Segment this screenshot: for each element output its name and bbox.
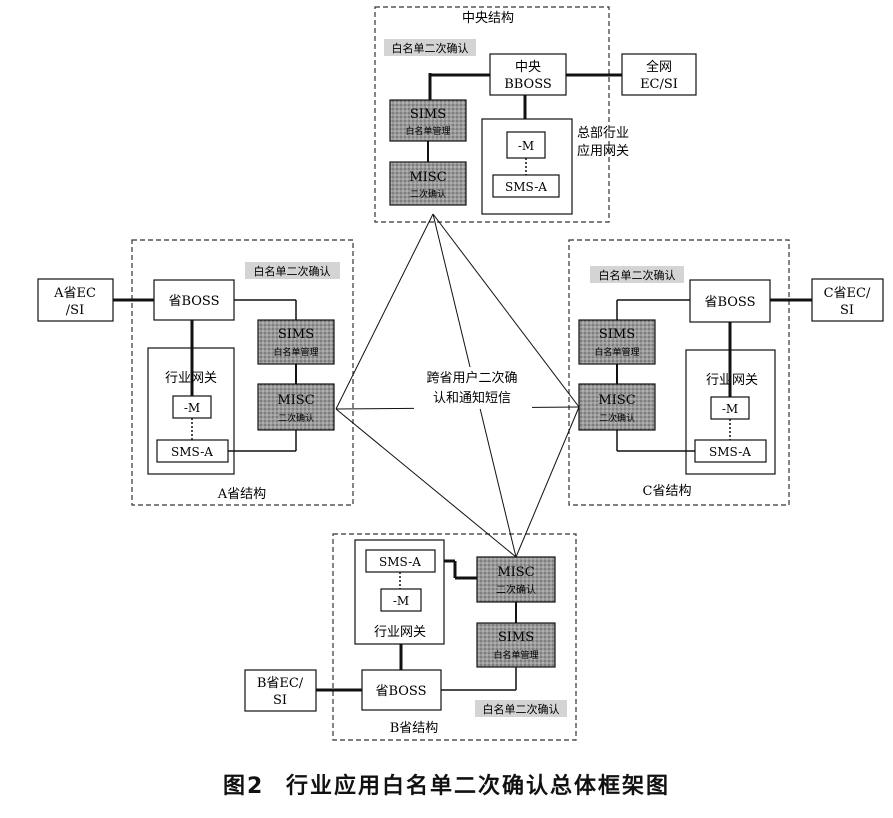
central-gateway-label-1: 总部行业 bbox=[577, 126, 629, 141]
province-a-m-label: -M bbox=[184, 401, 200, 415]
province-a-sims-label: SIMS bbox=[278, 327, 314, 342]
center-label-bg bbox=[414, 367, 532, 409]
province-a-misc-box bbox=[257, 383, 335, 431]
province-c-misc-box bbox=[578, 383, 656, 431]
central-m-box bbox=[506, 131, 546, 159]
province-b-m-label: -M bbox=[393, 594, 409, 608]
province-a-ec-line1: A省EC bbox=[53, 286, 96, 301]
central-ec-box bbox=[621, 53, 697, 96]
province-b-sims-label: SIMS bbox=[498, 630, 534, 645]
province-b-tag-bg bbox=[475, 700, 567, 717]
province-c-sims-sub: 白名单管理 bbox=[594, 346, 639, 358]
link-central-a bbox=[335, 213, 434, 410]
central-sims-label: SIMS bbox=[410, 107, 446, 122]
figure-caption: 图2 行业应用白名单二次确认总体框架图 bbox=[0, 768, 893, 800]
province-b-ec-box bbox=[244, 669, 317, 712]
province-a-sims-sub: 白名单管理 bbox=[273, 346, 318, 358]
province-a-gateway-label: 行业网关 bbox=[165, 371, 217, 386]
province-a-whitelist-tag: 白名单二次确认 bbox=[254, 264, 331, 278]
province-a-border bbox=[131, 239, 354, 506]
province-a-smsa-label: SMS-A bbox=[171, 445, 213, 459]
province-c-ec-box bbox=[811, 278, 884, 322]
province-c-smsa-box bbox=[694, 439, 767, 463]
province-c-misc-label: MISC bbox=[598, 393, 635, 408]
link-c-b bbox=[515, 406, 580, 558]
province-c-sims-box bbox=[578, 319, 656, 365]
province-b-structure: SMS-A -M 行业网关 MISC 二次确认 SIMS 白名单管理 省BOSS… bbox=[316, 533, 577, 741]
central-structure-title: 中央结构 bbox=[462, 11, 514, 26]
province-c-structure: 白名单二次确认 省BOSS SIMS 白名单管理 MISC 二次确认 行业网关 … bbox=[568, 239, 812, 506]
province-b-border bbox=[332, 533, 577, 741]
province-b-sims-box bbox=[476, 622, 556, 668]
central-sims-box bbox=[389, 99, 467, 142]
province-b-ec-line2: SI bbox=[273, 693, 287, 708]
central-smsa-label: SMS-A bbox=[505, 180, 547, 194]
central-tag-bg bbox=[384, 39, 476, 56]
central-m-label: -M bbox=[518, 139, 534, 153]
province-a-tag-bg bbox=[245, 262, 340, 279]
province-c-ec-line1: C省EC/ bbox=[824, 286, 871, 301]
link-a-b bbox=[335, 408, 517, 558]
province-a-ec-box bbox=[37, 278, 114, 322]
center-label-line1: 跨省用户二次确 bbox=[426, 370, 517, 386]
province-c-boss-label: 省BOSS bbox=[704, 295, 755, 310]
central-gateway-label-2: 应用网关 bbox=[577, 143, 629, 159]
central-bboss-box bbox=[489, 53, 567, 96]
central-bboss-line2: BBOSS bbox=[504, 77, 552, 92]
central-sims-sub: 白名单管理 bbox=[405, 125, 450, 137]
figure-number: 图2 bbox=[223, 774, 265, 799]
province-a-smsa-box bbox=[156, 439, 229, 463]
central-misc-box bbox=[389, 161, 467, 206]
province-c-gateway-label: 行业网关 bbox=[706, 373, 758, 388]
province-c-whitelist-tag: 白名单二次确认 bbox=[599, 268, 676, 282]
province-a-structure: 白名单二次确认 省BOSS SIMS 白名单管理 MISC 二次确认 行业网关 … bbox=[113, 239, 354, 506]
province-a-misc-label: MISC bbox=[277, 393, 314, 408]
province-b-smsa-label: SMS-A bbox=[379, 555, 421, 569]
central-ec-line1: 全网 bbox=[646, 59, 672, 75]
province-c-gateway-box bbox=[685, 349, 776, 475]
central-whitelist-tag: 白名单二次确认 bbox=[392, 41, 469, 55]
province-c-title: C省结构 bbox=[643, 484, 692, 499]
province-a-ec-line2: /SI bbox=[66, 303, 84, 318]
central-bboss-line1: 中央 bbox=[515, 60, 541, 75]
province-b-misc-box bbox=[476, 556, 556, 603]
framework-diagram: 中央结构 白名单二次确认 中央 BBOSS SIMS 白名单管理 MISC 二次… bbox=[37, 6, 884, 741]
figure-title: 行业应用白名单二次确认总体框架图 bbox=[285, 774, 670, 799]
central-structure: 中央结构 白名单二次确认 中央 BBOSS SIMS 白名单管理 MISC 二次… bbox=[374, 6, 629, 223]
central-misc-sub: 二次确认 bbox=[410, 188, 446, 200]
province-b-misc-sub: 二次确认 bbox=[496, 583, 536, 596]
province-a-boss-label: 省BOSS bbox=[168, 294, 219, 309]
province-b-title: B省结构 bbox=[390, 721, 439, 736]
central-structure-border bbox=[374, 6, 610, 223]
province-c-tag-bg bbox=[590, 266, 684, 283]
province-c-boss-box bbox=[689, 279, 771, 323]
province-a-title: A省结构 bbox=[217, 487, 266, 502]
link-central-c bbox=[432, 213, 580, 408]
province-b-misc-label: MISC bbox=[497, 565, 534, 580]
province-b-m-box bbox=[380, 588, 422, 612]
province-c-sims-label: SIMS bbox=[599, 327, 635, 342]
province-c-misc-sub: 二次确认 bbox=[599, 412, 635, 424]
province-b-whitelist-tag: 白名单二次确认 bbox=[483, 702, 560, 716]
province-c-smsa-label: SMS-A bbox=[709, 445, 751, 459]
province-a-gateway-box bbox=[147, 347, 235, 475]
province-a-boss-box bbox=[153, 279, 235, 321]
central-ec-line2: EC/SI bbox=[640, 77, 678, 92]
province-b-sims-sub: 白名单管理 bbox=[493, 649, 538, 661]
province-a-sims-box bbox=[257, 319, 335, 365]
province-b-ec-line1: B省EC/ bbox=[257, 676, 304, 691]
province-a-misc-sub: 二次确认 bbox=[278, 412, 314, 424]
province-c-border bbox=[568, 239, 790, 506]
province-c-m-label: -M bbox=[722, 402, 738, 416]
province-b-boss-box bbox=[361, 669, 442, 711]
province-b-boss-label: 省BOSS bbox=[375, 684, 426, 699]
province-b-gateway-label: 行业网关 bbox=[374, 625, 426, 640]
province-c-ec-line2: SI bbox=[840, 303, 854, 318]
central-misc-label: MISC bbox=[409, 170, 446, 185]
central-smsa-box bbox=[492, 174, 560, 198]
center-label-line2: 认和通知短信 bbox=[433, 390, 511, 406]
